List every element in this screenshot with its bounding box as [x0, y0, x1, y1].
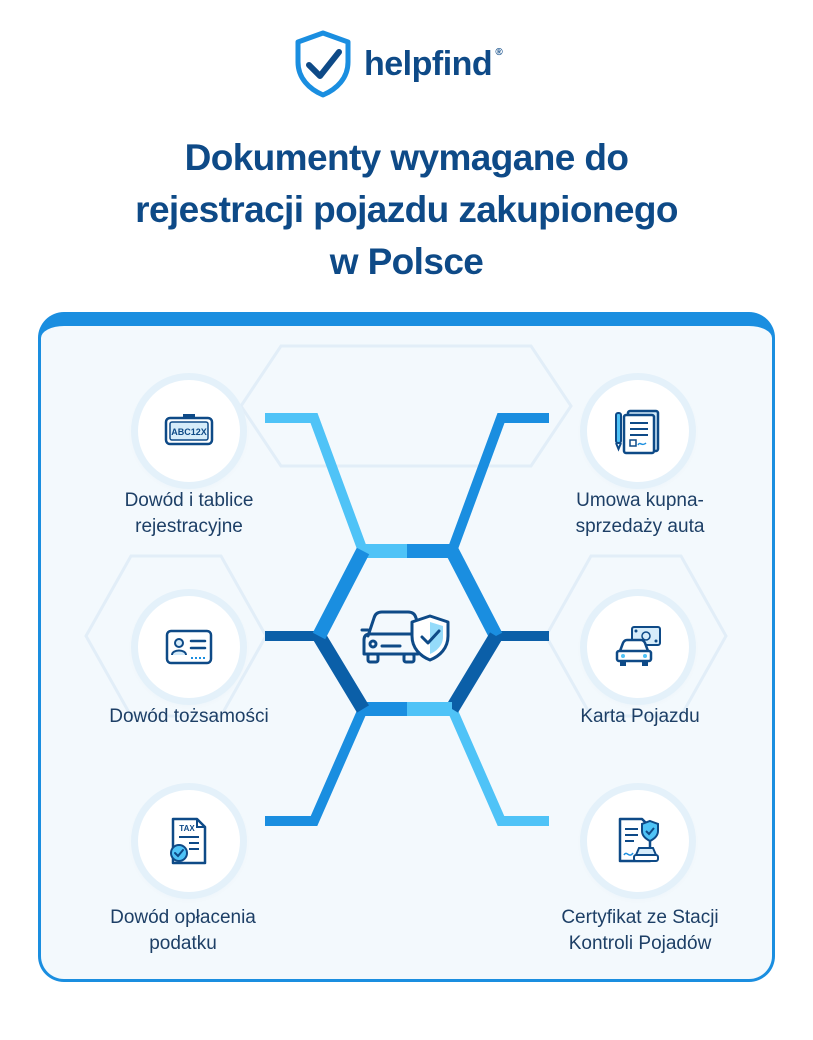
label-contract-line2: sprzedaży auta [575, 516, 705, 537]
label-inspection: Certyfikat ze Stacji Kontroli Pojadów [525, 905, 755, 957]
inspection-node [587, 790, 689, 892]
label-identity-line1: Dowód tożsamości [109, 706, 269, 727]
contract-icon [615, 409, 660, 455]
svg-text:TAX: TAX [179, 824, 195, 833]
label-identity: Dowód tożsamości [74, 704, 304, 730]
svg-text:ABC12X: ABC12X [171, 427, 207, 437]
label-vehicle-card: Karta Pojazdu [525, 704, 755, 730]
shield-check-icon [295, 30, 351, 98]
tax-document-icon: TAX [170, 817, 207, 865]
car-shield-icon [360, 610, 450, 664]
label-inspection-line2: Kontroli Pojadów [568, 933, 712, 954]
title-line-3: w Polsce [329, 241, 484, 282]
connector-diagram [84, 344, 728, 826]
brand-text: helpfind [364, 44, 493, 83]
brand-name: helpfind® [364, 44, 503, 84]
car-card-node [587, 596, 689, 698]
page-title: Dokumenty wymagane do rejestracji pojazd… [40, 132, 773, 288]
label-inspection-line1: Certyfikat ze Stacji [561, 907, 719, 928]
label-contract: Umowa kupna- sprzedaży auta [525, 488, 755, 540]
label-registration-line1: Dowód i tablice [124, 490, 254, 511]
title-line-1: Dokumenty wymagane do [184, 137, 629, 178]
license-plate-node: ABC12X [138, 380, 240, 482]
label-registration-line2: rejestracyjne [135, 516, 243, 537]
id-card-icon [165, 629, 213, 665]
tax-document-node: TAX [138, 790, 240, 892]
car-card-icon [615, 626, 661, 666]
registered-mark: ® [495, 46, 503, 58]
label-tax-line1: Dowód opłacenia [110, 907, 256, 928]
label-vehicle-card-line1: Karta Pojazdu [580, 706, 700, 727]
contract-node [587, 380, 689, 482]
label-tax-line2: podatku [149, 933, 217, 954]
title-line-2: rejestracji pojazdu zakupionego [135, 189, 678, 230]
inspection-certificate-icon [618, 817, 659, 863]
label-registration: Dowód i tablice rejestracyjne [74, 488, 304, 540]
documents-card: ABC12X Dowód i tablice rejestracyjne Dow… [38, 312, 775, 982]
id-card-node [138, 596, 240, 698]
label-contract-line1: Umowa kupna- [576, 490, 704, 511]
license-plate-icon: ABC12X [164, 414, 214, 446]
label-tax: Dowód opłacenia podatku [68, 905, 298, 957]
helpfind-logo: helpfind® [292, 28, 532, 100]
